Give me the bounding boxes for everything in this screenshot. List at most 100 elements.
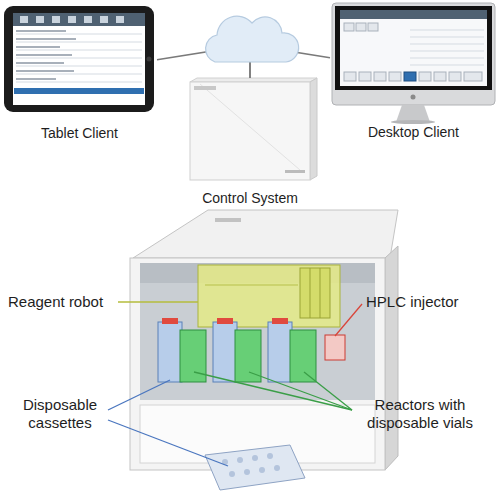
screen-text-bar — [16, 38, 76, 40]
monitor-bezel — [335, 6, 492, 90]
screen-icon — [20, 16, 28, 23]
monitor-base — [391, 120, 435, 124]
screen-row — [16, 50, 142, 51]
vial-cap — [217, 318, 233, 324]
tablet-screen — [13, 13, 145, 105]
tablet-illustration — [4, 6, 154, 112]
box-crease — [200, 84, 300, 170]
screen-step — [434, 72, 446, 81]
leader-line — [249, 372, 352, 410]
leader-line — [335, 304, 362, 336]
screen-icon — [36, 16, 44, 23]
part-label: Reagent robot — [8, 293, 132, 311]
screen-row — [410, 51, 484, 52]
screen-row — [16, 34, 142, 35]
screen-text-bar — [16, 46, 60, 48]
device-node: Control System — [185, 78, 315, 206]
monitor-body — [332, 3, 495, 105]
box-side — [310, 78, 317, 180]
cassette — [268, 322, 292, 382]
reagent-robot — [198, 265, 340, 327]
instrument-lid — [133, 210, 398, 258]
screen-icon — [68, 16, 76, 23]
network-cloud — [206, 16, 299, 62]
cassette-hole — [244, 469, 250, 475]
screen-icon — [100, 16, 108, 23]
screen-icon — [52, 16, 60, 23]
reactor — [235, 330, 261, 382]
instrument-front — [130, 258, 385, 470]
hplc-injector — [325, 335, 345, 360]
screen-text-bar — [16, 30, 66, 32]
screen-icon — [116, 16, 124, 23]
screen-text-bar — [16, 62, 64, 64]
screen-header — [340, 10, 487, 19]
screen-step — [359, 72, 371, 81]
leader-line — [304, 372, 352, 410]
cassette — [158, 322, 182, 382]
screen-row — [410, 44, 484, 45]
leader-line — [194, 372, 352, 410]
screen-text-bar — [16, 54, 72, 56]
part-label: HPLC injector — [366, 293, 492, 311]
screen-row — [16, 58, 142, 59]
screen-row — [16, 66, 142, 67]
screen-step — [419, 72, 431, 81]
screen-text-bar — [16, 78, 56, 80]
screen-selected-row — [14, 88, 144, 94]
robot-rail — [310, 268, 311, 318]
leader-lines — [108, 302, 362, 466]
box-badge — [285, 170, 305, 173]
monitor-stand — [396, 105, 430, 122]
cassette-hole — [267, 453, 273, 459]
screen-header — [13, 13, 145, 26]
loose-cassette — [205, 445, 305, 490]
robot-rail — [205, 285, 298, 286]
device-node: Tablet Client — [2, 3, 157, 141]
screen-tab — [344, 23, 354, 31]
screen-row — [410, 65, 484, 66]
lid-logo — [215, 218, 241, 222]
desktop-illustration — [332, 3, 495, 124]
cassette-hole — [237, 457, 243, 463]
screen-row — [16, 82, 142, 83]
screen-tab — [356, 23, 366, 31]
control-system-illustration — [190, 78, 317, 180]
cassette-hole — [274, 465, 280, 471]
node-caption: Desktop Client — [368, 124, 459, 140]
screen-row — [16, 42, 142, 43]
vial-cap — [272, 318, 288, 324]
screen-step — [374, 72, 386, 81]
instrument-side — [385, 246, 398, 470]
robot-rail — [320, 268, 321, 318]
screen-text-bar — [16, 70, 74, 72]
node-caption: Tablet Client — [41, 125, 118, 141]
robot-gantry — [300, 268, 330, 318]
screen-icon — [84, 16, 92, 23]
screen-row — [16, 74, 142, 75]
screen-step — [344, 72, 356, 81]
screen-tab — [368, 23, 378, 31]
instrument-interior — [140, 263, 375, 400]
box-front — [190, 82, 310, 180]
box-logo — [194, 86, 216, 90]
leader-line — [108, 420, 228, 466]
tablet-button — [147, 57, 152, 62]
cassette-hole — [229, 471, 235, 477]
screen-row — [410, 30, 484, 31]
monitor-screen — [340, 10, 487, 86]
part-label: Reactors with disposable vials — [352, 396, 488, 432]
screen-row — [410, 58, 484, 59]
monitor-logo — [411, 95, 416, 100]
node-caption: Control System — [202, 190, 298, 206]
screen-row — [410, 37, 484, 38]
leader-line — [108, 380, 170, 410]
screen-step — [389, 72, 401, 81]
cassette-hole — [252, 455, 258, 461]
vial-cap — [162, 318, 178, 324]
leader-line — [118, 301, 198, 302]
part-label: Disposable cassettes — [14, 396, 106, 432]
cassette — [213, 322, 237, 382]
